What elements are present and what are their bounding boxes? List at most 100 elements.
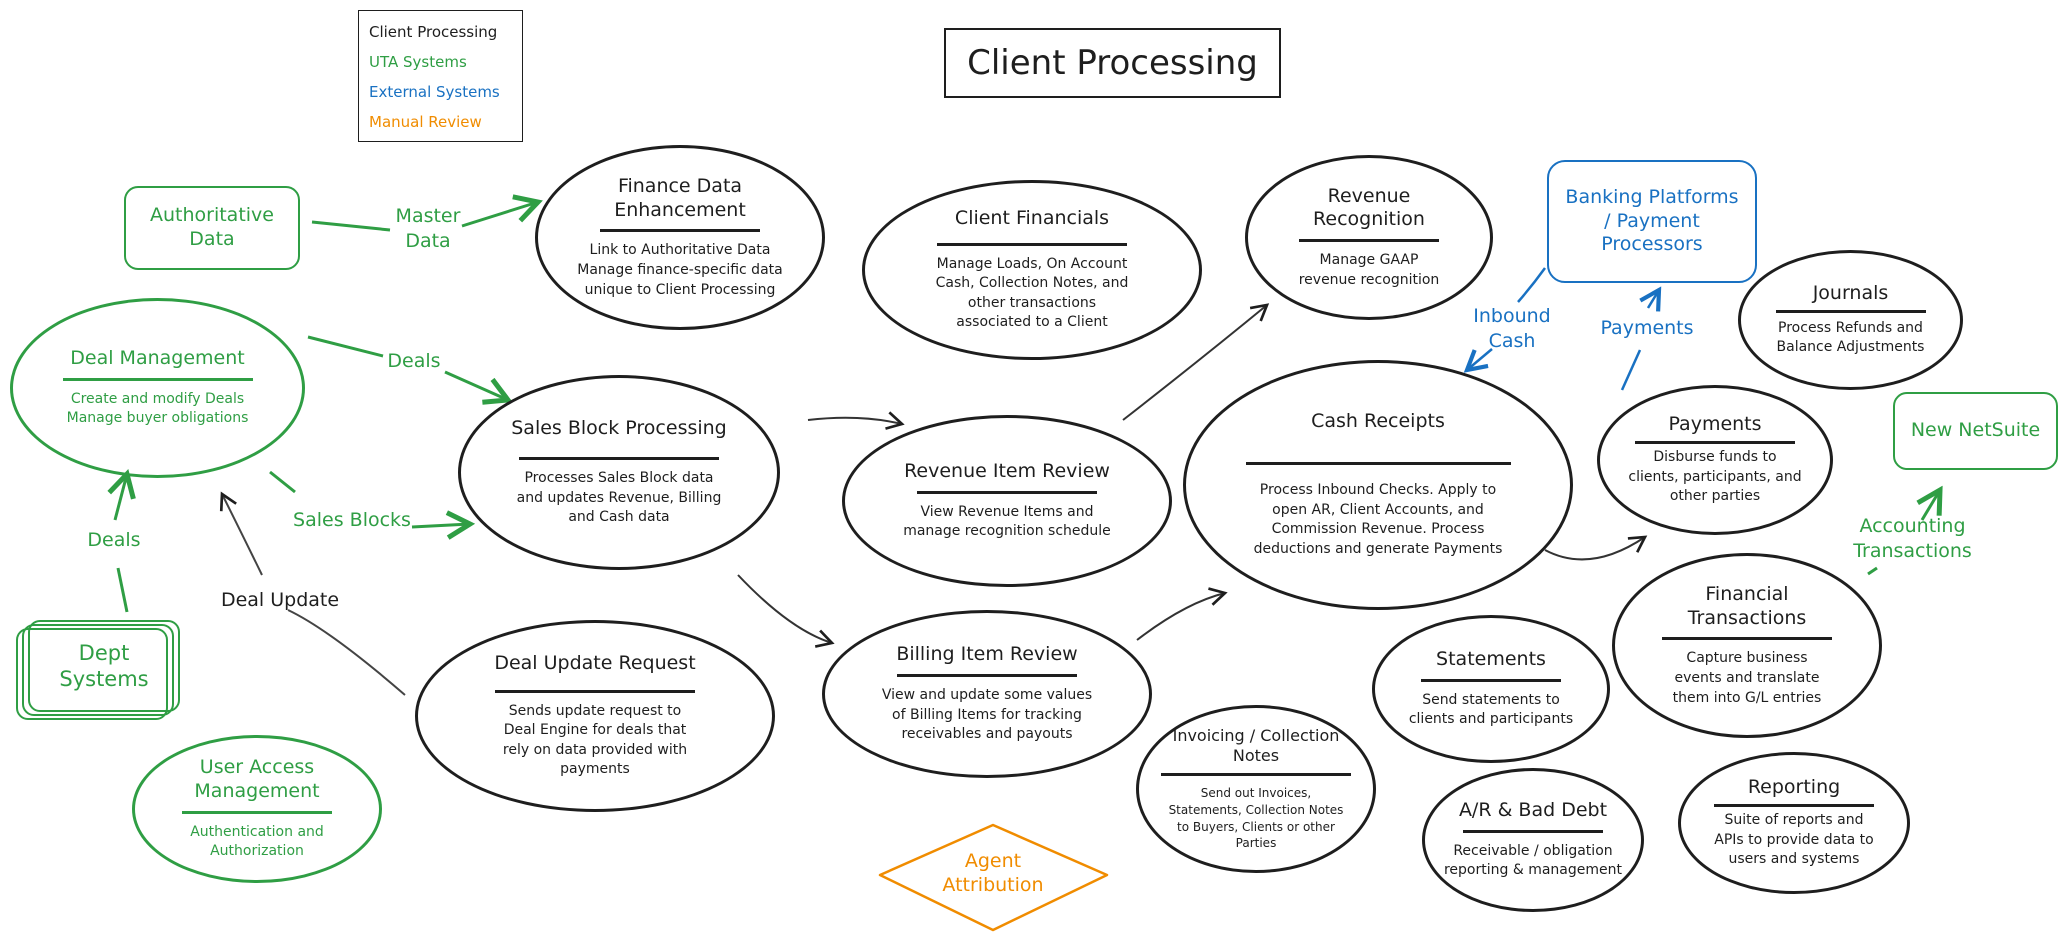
journals-title: Journals: [1812, 282, 1889, 305]
banking-title: Banking Platforms / Payment Processors: [1565, 185, 1739, 256]
node-agent-attribution[interactable]: Agent Attribution: [900, 840, 1086, 908]
payments-desc: Disburse funds to clients, participants,…: [1628, 448, 1802, 505]
revenue-item-review-title: Revenue Item Review: [904, 460, 1110, 483]
node-revenue-recognition[interactable]: Revenue Recognition Manage GAAP revenue …: [1245, 155, 1493, 320]
arrow-inbound-cash: [1467, 267, 1547, 370]
legend: Client Processing UTA Systems External S…: [358, 10, 523, 142]
billing-item-review-title: Billing Item Review: [896, 643, 1078, 666]
statements-divider: [1421, 678, 1561, 682]
dept-systems-stack-back: [16, 628, 168, 720]
invoicing-title: Invoicing / Collection Notes: [1172, 725, 1340, 765]
deal-update-request-title: Deal Update Request: [494, 651, 696, 674]
statements-title: Statements: [1436, 648, 1546, 671]
arrow-sales-to-revenue-review: [807, 411, 905, 430]
dept-systems-stack-mid: [22, 624, 174, 716]
finance-data-title: Finance Data Enhancement: [614, 174, 746, 221]
legend-item-uta-systems: UTA Systems: [369, 53, 467, 71]
client-financials-desc: Manage Loads, On Account Cash, Collectio…: [935, 255, 1129, 331]
deal-management-divider: [62, 377, 253, 381]
node-sales-block-processing[interactable]: Sales Block Processing Processes Sales B…: [458, 375, 780, 570]
edge-label-sales-blocks: Sales Blocks: [293, 509, 411, 531]
node-ar-bad-debt[interactable]: A/R & Bad Debt Receivable / obligation r…: [1422, 768, 1644, 912]
billing-item-review-desc: View and update some values of Billing I…: [881, 686, 1093, 743]
edge-label-deals-to-sales-block: Deals: [387, 350, 441, 372]
node-financial-transactions[interactable]: Financial Transactions Capture business …: [1612, 553, 1882, 738]
edge-label-master-data: Master Data: [395, 205, 461, 252]
node-dept-systems[interactable]: Dept Systems: [16, 620, 186, 725]
legend-item-manual-review: Manual Review: [369, 113, 482, 131]
reporting-divider: [1714, 803, 1874, 807]
statements-desc: Send statements to clients and participa…: [1408, 691, 1574, 728]
authoritative-data-title: Authoritative Data: [149, 204, 274, 250]
journals-desc: Process Refunds and Balance Adjustments: [1776, 319, 1925, 356]
node-statements[interactable]: Statements Send statements to clients an…: [1372, 615, 1610, 763]
journals-divider: [1775, 309, 1926, 313]
deal-management-desc: Create and modify Deals Manage buyer obl…: [66, 390, 249, 427]
edge-label-payments: Payments: [1600, 317, 1694, 339]
arrow-accounting-transactions-head: [1922, 490, 1940, 521]
ar-bad-debt-divider: [1463, 829, 1603, 833]
deal-management-title: Deal Management: [70, 347, 245, 370]
node-deal-management[interactable]: Deal Management Create and modify Deals …: [10, 298, 305, 478]
payments-title: Payments: [1668, 413, 1762, 436]
invoicing-divider: [1161, 772, 1351, 776]
arrow-sales-to-billing-review: [737, 574, 835, 648]
node-banking-platforms[interactable]: Banking Platforms / Payment Processors: [1547, 160, 1757, 283]
financial-transactions-divider: [1662, 637, 1832, 641]
edge-label-deals-from-dept: Deals: [87, 529, 141, 551]
edge-label-inbound-cash: Inbound Cash: [1473, 305, 1551, 352]
sales-block-title: Sales Block Processing: [511, 417, 727, 440]
finance-data-divider: [600, 229, 760, 233]
agent-attribution-title: Agent Attribution: [942, 850, 1044, 896]
deal-update-request-divider: [495, 689, 695, 693]
finance-data-desc: Link to Authoritative Data Manage financ…: [577, 242, 783, 298]
node-deal-update-request[interactable]: Deal Update Request Sends update request…: [415, 620, 775, 812]
arrow-billing-to-cash-receipts: [1136, 587, 1228, 641]
arrow-payments-to-banking: [1620, 290, 1659, 391]
node-cash-receipts[interactable]: Cash Receipts Process Inbound Checks. Ap…: [1183, 360, 1573, 610]
legend-item-client-processing: Client Processing: [369, 23, 498, 41]
reporting-title: Reporting: [1747, 776, 1841, 799]
dept-systems-stack-front: Dept Systems: [28, 620, 180, 712]
page-title-box: Client Processing: [944, 28, 1281, 98]
node-client-financials[interactable]: Client Financials Manage Loads, On Accou…: [862, 180, 1202, 360]
agent-attribution-diamond: [878, 823, 1109, 932]
client-financials-title: Client Financials: [954, 206, 1110, 229]
billing-item-review-divider: [897, 673, 1077, 677]
client-financials-divider: [937, 242, 1127, 246]
arrow-accounting-transactions: [1867, 566, 1878, 576]
user-access-title: User Access Management: [194, 756, 320, 802]
revenue-item-review-desc: View Revenue Items and manage recognitio…: [903, 503, 1111, 540]
node-journals[interactable]: Journals Process Refunds and Balance Adj…: [1738, 250, 1963, 390]
arrow-master-data: [311, 202, 538, 232]
node-finance-data-enhancement[interactable]: Finance Data Enhancement Link to Authori…: [535, 145, 825, 330]
sales-block-desc: Processes Sales Block data and updates R…: [516, 469, 722, 526]
node-billing-item-review[interactable]: Billing Item Review View and update some…: [822, 610, 1152, 778]
financial-transactions-title: Financial Transactions: [1687, 582, 1807, 629]
node-new-netsuite[interactable]: New NetSuite: [1893, 392, 2058, 470]
node-user-access-management[interactable]: User Access Management Authentication an…: [132, 735, 382, 883]
arrow-sales-blocks: [269, 470, 470, 527]
user-access-divider: [182, 810, 332, 814]
sales-block-divider: [519, 456, 719, 460]
user-access-desc: Authentication and Authorization: [190, 823, 324, 860]
cash-receipts-divider: [1245, 462, 1511, 466]
arrow-cash-receipts-to-payments: [1544, 535, 1648, 561]
dept-systems-title: Dept Systems: [59, 640, 149, 691]
revenue-item-review-divider: [917, 490, 1097, 494]
node-payments[interactable]: Payments Disburse funds to clients, part…: [1597, 385, 1833, 535]
revenue-recognition-divider: [1299, 239, 1439, 243]
ar-bad-debt-desc: Receivable / obligation reporting & mana…: [1443, 842, 1622, 879]
arrow-dept-to-deal-management: [115, 474, 127, 613]
node-authoritative-data[interactable]: Authoritative Data: [124, 186, 300, 270]
ar-bad-debt-title: A/R & Bad Debt: [1458, 799, 1608, 822]
node-revenue-item-review[interactable]: Revenue Item Review View Revenue Items a…: [842, 415, 1172, 587]
revenue-recognition-desc: Manage GAAP revenue recognition: [1298, 252, 1440, 288]
node-invoicing-collection-notes[interactable]: Invoicing / Collection Notes Send out In…: [1136, 705, 1376, 873]
node-reporting[interactable]: Reporting Suite of reports and APIs to p…: [1678, 752, 1910, 894]
edge-label-deal-update: Deal Update: [220, 589, 340, 611]
legend-item-external-systems: External Systems: [369, 83, 500, 101]
cash-receipts-desc: Process Inbound Checks. Apply to open AR…: [1253, 482, 1503, 557]
